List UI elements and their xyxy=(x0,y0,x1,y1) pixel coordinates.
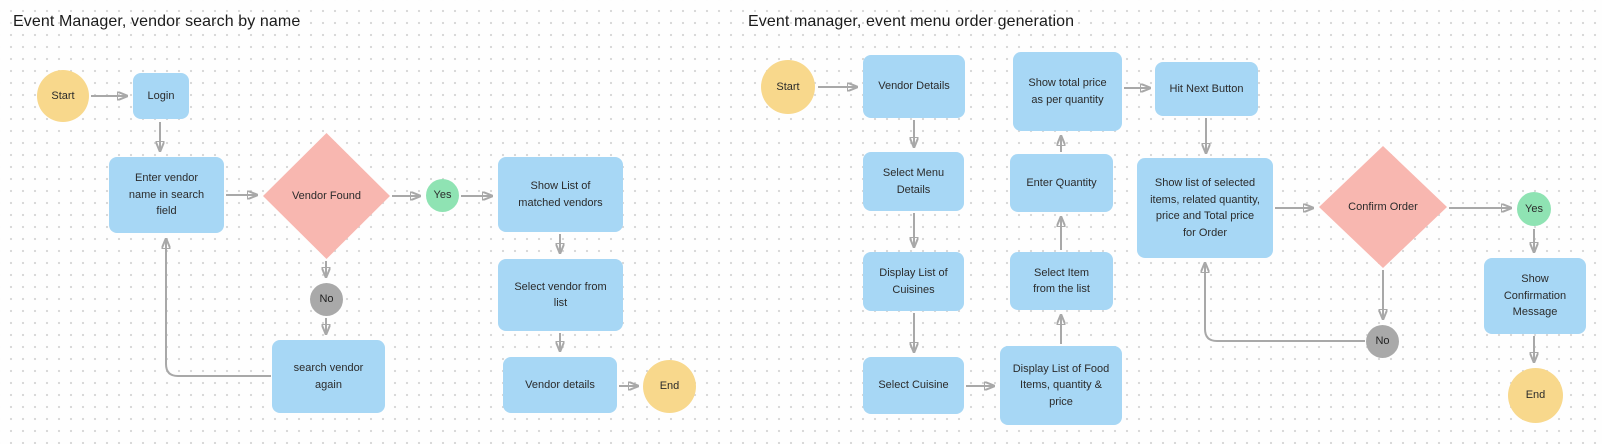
menu-order-display-food-items-node[interactable]: Display List of Food Items, quantity & p… xyxy=(1000,346,1122,425)
menu-order-confirm-order-decision[interactable]: Confirm Order xyxy=(1319,146,1447,268)
menu-order-show-total-price-node[interactable]: Show total price as per quantity xyxy=(1013,52,1122,131)
vendor-search-search-again-node[interactable]: search vendor again xyxy=(272,340,385,413)
vendor-search-show-matched-node[interactable]: Show List of matched vendors xyxy=(498,157,623,232)
menu-order-no-badge[interactable]: No xyxy=(1366,325,1399,358)
chart-title-menu-order: Event manager, event menu order generati… xyxy=(748,13,1075,30)
menu-order-vendor-details-node[interactable]: Vendor Details xyxy=(863,55,965,118)
vendor-search-enter-name-node[interactable]: Enter vendor name in search field xyxy=(109,157,224,233)
menu-order-display-cuisines-node[interactable]: Display List of Cuisines xyxy=(863,252,964,311)
menu-order-select-cuisine-node[interactable]: Select Cuisine xyxy=(863,357,964,414)
arrow-searchagain-enter-loop xyxy=(166,240,271,377)
vendor-search-end-node[interactable]: End xyxy=(643,360,696,413)
menu-order-yes-badge[interactable]: Yes xyxy=(1517,192,1551,226)
menu-order-show-confirmation-node[interactable]: Show Confirmation Message xyxy=(1484,258,1586,334)
menu-order-start-node[interactable]: Start xyxy=(761,60,815,114)
vendor-search-yes-badge[interactable]: Yes xyxy=(426,179,459,212)
vendor-search-no-badge[interactable]: No xyxy=(310,283,343,316)
arrow-no-showselected-loop xyxy=(1205,264,1365,342)
menu-order-select-item-node[interactable]: Select Item from the list xyxy=(1010,252,1113,310)
vendor-search-vendor-details-node[interactable]: Vendor details xyxy=(503,357,617,413)
menu-order-hit-next-node[interactable]: Hit Next Button xyxy=(1155,62,1258,116)
vendor-search-vendor-found-decision[interactable]: Vendor Found xyxy=(263,133,390,259)
menu-order-select-menu-node[interactable]: Select Menu Details xyxy=(863,152,964,211)
menu-order-enter-quantity-node[interactable]: Enter Quantity xyxy=(1010,154,1113,212)
chart-title-vendor-search: Event Manager, vendor search by name xyxy=(13,13,301,30)
vendor-search-start-node[interactable]: Start xyxy=(37,70,89,122)
menu-order-end-node[interactable]: End xyxy=(1508,368,1563,423)
vendor-search-login-node[interactable]: Login xyxy=(133,73,189,119)
menu-order-show-selected-items-node[interactable]: Show list of selected items, related qua… xyxy=(1137,158,1273,258)
vendor-search-select-vendor-node[interactable]: Select vendor from list xyxy=(498,259,623,331)
